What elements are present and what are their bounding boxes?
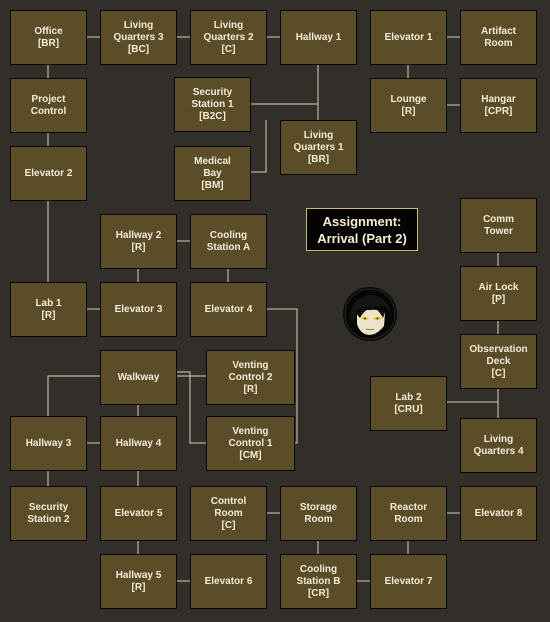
room-elevator-7-label: Elevator 7: [384, 575, 433, 587]
room-security-station-1-label: Security Station 1 [B2C]: [191, 86, 234, 122]
room-elevator-2-label: Elevator 2: [24, 167, 73, 179]
room-elevator-6[interactable]: Elevator 6: [190, 554, 267, 609]
room-lab-1[interactable]: Lab 1 [R]: [10, 282, 87, 337]
room-hallway-2[interactable]: Hallway 2 [R]: [100, 214, 177, 269]
room-living-quarters-3-label: Living Quarters 3 [BC]: [113, 19, 164, 55]
room-cooling-station-b[interactable]: Cooling Station B [CR]: [280, 554, 357, 609]
room-venting-control-1[interactable]: Venting Control 1 [CM]: [206, 416, 295, 471]
room-venting-control-2-label: Venting Control 2 [R]: [228, 359, 273, 395]
room-hallway-2-label: Hallway 2 [R]: [115, 229, 162, 253]
room-walkway[interactable]: Walkway: [100, 350, 177, 405]
room-control-room-label: Control Room [C]: [210, 495, 247, 531]
room-elevator-4-label: Elevator 4: [204, 303, 253, 315]
room-hangar[interactable]: Hangar [CPR]: [460, 78, 537, 133]
room-elevator-1-label: Elevator 1: [384, 31, 433, 43]
room-cooling-station-a-label: Cooling Station A: [206, 229, 251, 253]
room-reactor-room-label: Reactor Room: [389, 501, 428, 525]
room-comm-tower[interactable]: Comm Tower: [460, 198, 537, 253]
room-living-quarters-1-label: Living Quarters 1 [BR]: [293, 129, 344, 165]
room-hallway-3-label: Hallway 3: [25, 437, 72, 449]
room-reactor-room[interactable]: Reactor Room: [370, 486, 447, 541]
room-cooling-station-a[interactable]: Cooling Station A: [190, 214, 267, 269]
room-project-control-label: Project Control: [30, 93, 67, 117]
room-air-lock-label: Air Lock [P]: [478, 281, 519, 305]
room-project-control[interactable]: Project Control: [10, 78, 87, 133]
room-storage-room[interactable]: Storage Room: [280, 486, 357, 541]
room-hallway-3[interactable]: Hallway 3: [10, 416, 87, 471]
room-hallway-4-label: Hallway 4: [115, 437, 162, 449]
room-comm-tower-label: Comm Tower: [482, 213, 515, 237]
character-portrait-icon: [342, 286, 398, 342]
room-elevator-8[interactable]: Elevator 8: [460, 486, 537, 541]
room-air-lock[interactable]: Air Lock [P]: [460, 266, 537, 321]
room-living-quarters-1[interactable]: Living Quarters 1 [BR]: [280, 120, 357, 175]
room-elevator-3-label: Elevator 3: [114, 303, 163, 315]
room-living-quarters-2[interactable]: Living Quarters 2 [C]: [190, 10, 267, 65]
room-venting-control-2[interactable]: Venting Control 2 [R]: [206, 350, 295, 405]
room-medical-bay[interactable]: Medical Bay [BM]: [174, 146, 251, 201]
room-lab-2[interactable]: Lab 2 [CRU]: [370, 376, 447, 431]
room-lab-2-label: Lab 2 [CRU]: [394, 391, 423, 415]
room-walkway-label: Walkway: [117, 371, 160, 383]
room-artifact-room[interactable]: Artifact Room: [460, 10, 537, 65]
room-hallway-4[interactable]: Hallway 4: [100, 416, 177, 471]
room-office[interactable]: Office [BR]: [10, 10, 87, 65]
room-elevator-6-label: Elevator 6: [204, 575, 253, 587]
room-storage-room-label: Storage Room: [299, 501, 338, 525]
room-hallway-5[interactable]: Hallway 5 [R]: [100, 554, 177, 609]
room-hallway-1-label: Hallway 1: [295, 31, 342, 43]
room-elevator-5[interactable]: Elevator 5: [100, 486, 177, 541]
mission-title-text: Assignment: Arrival (Part 2): [317, 213, 407, 246]
room-security-station-2[interactable]: Security Station 2: [10, 486, 87, 541]
room-elevator-4[interactable]: Elevator 4: [190, 282, 267, 337]
room-security-station-2-label: Security Station 2: [27, 501, 70, 525]
room-control-room[interactable]: Control Room [C]: [190, 486, 267, 541]
mission-title: Assignment: Arrival (Part 2): [306, 208, 418, 251]
room-medical-bay-label: Medical Bay [BM]: [194, 155, 231, 191]
room-lab-1-label: Lab 1 [R]: [35, 297, 62, 321]
room-living-quarters-3[interactable]: Living Quarters 3 [BC]: [100, 10, 177, 65]
room-elevator-8-label: Elevator 8: [474, 507, 523, 519]
room-observation-deck[interactable]: Observation Deck [C]: [460, 334, 537, 389]
room-lounge-label: Lounge [R]: [390, 93, 427, 117]
room-cooling-station-b-label: Cooling Station B [CR]: [296, 563, 341, 599]
room-observation-deck-label: Observation Deck [C]: [469, 343, 528, 379]
room-venting-control-1-label: Venting Control 1 [CM]: [228, 425, 273, 461]
room-hallway-1[interactable]: Hallway 1: [280, 10, 357, 65]
room-artifact-room-label: Artifact Room: [480, 25, 516, 49]
room-elevator-1[interactable]: Elevator 1: [370, 10, 447, 65]
room-elevator-7[interactable]: Elevator 7: [370, 554, 447, 609]
room-living-quarters-4-label: Living Quarters 4: [473, 433, 524, 457]
room-hallway-5-label: Hallway 5 [R]: [115, 569, 162, 593]
room-elevator-5-label: Elevator 5: [114, 507, 163, 519]
room-elevator-3[interactable]: Elevator 3: [100, 282, 177, 337]
room-security-station-1[interactable]: Security Station 1 [B2C]: [174, 77, 251, 132]
room-hangar-label: Hangar [CPR]: [481, 93, 516, 117]
room-lounge[interactable]: Lounge [R]: [370, 78, 447, 133]
room-living-quarters-2-label: Living Quarters 2 [C]: [203, 19, 254, 55]
room-office-label: Office [BR]: [34, 25, 63, 49]
room-elevator-2[interactable]: Elevator 2: [10, 146, 87, 201]
room-living-quarters-4[interactable]: Living Quarters 4: [460, 418, 537, 473]
